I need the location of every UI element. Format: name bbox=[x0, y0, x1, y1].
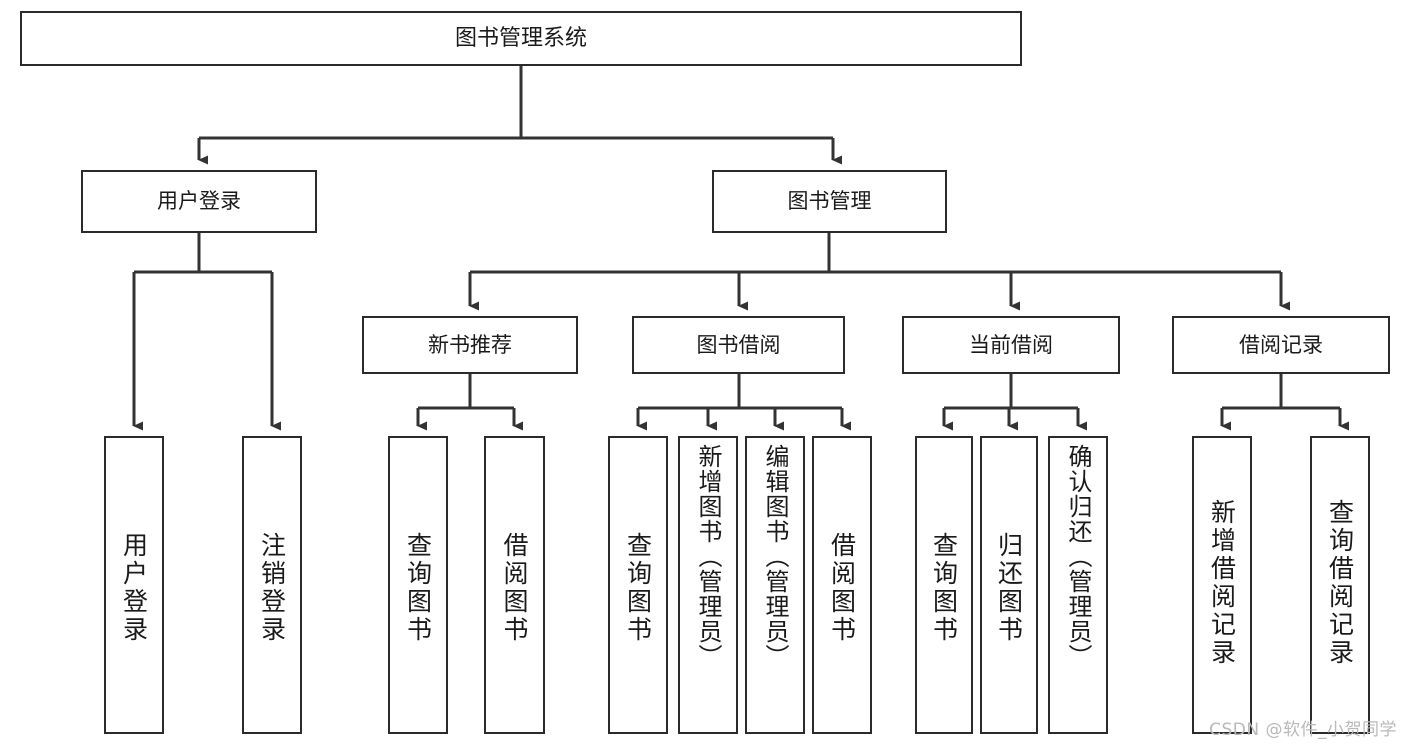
node-root-label: 图书管理系统 bbox=[454, 25, 587, 51]
node-leaf-logout-login-label: 注销登录 bbox=[257, 532, 287, 644]
node-leaf-return-book[interactable]: 归还图书 bbox=[980, 436, 1038, 734]
node-leaf-borrow-book-1-label: 借阅图书 bbox=[500, 532, 529, 644]
node-root[interactable]: 图书管理系统 bbox=[20, 11, 1022, 66]
node-book-borrow[interactable]: 图书借阅 bbox=[632, 316, 845, 374]
node-leaf-confirm-return-label: 确认归还（管理员） bbox=[1064, 444, 1092, 669]
node-user-login[interactable]: 用户登录 bbox=[81, 170, 317, 233]
node-current-borrow[interactable]: 当前借阅 bbox=[902, 316, 1120, 374]
node-leaf-logout-login[interactable]: 注销登录 bbox=[242, 436, 302, 734]
node-borrow-record[interactable]: 借阅记录 bbox=[1172, 316, 1390, 374]
node-leaf-edit-book-label: 编辑图书（管理员） bbox=[761, 444, 789, 669]
node-leaf-borrow-book-2[interactable]: 借阅图书 bbox=[812, 436, 872, 734]
node-book-borrow-label: 图书借阅 bbox=[696, 332, 781, 357]
node-user-login-label: 用户登录 bbox=[157, 189, 241, 214]
node-new-book-recommend[interactable]: 新书推荐 bbox=[362, 316, 578, 374]
node-leaf-query-book-1-label: 查询图书 bbox=[403, 532, 433, 644]
csdn-watermark: CSDN @软件_小贺同学 bbox=[1209, 720, 1397, 740]
node-leaf-add-book-label: 新增图书（管理员） bbox=[694, 444, 722, 669]
node-leaf-confirm-return[interactable]: 确认归还（管理员） bbox=[1048, 436, 1108, 734]
node-leaf-query-book-1[interactable]: 查询图书 bbox=[388, 436, 448, 734]
node-leaf-query-borrow-record[interactable]: 查询借阅记录 bbox=[1310, 436, 1370, 734]
node-leaf-borrow-book-1[interactable]: 借阅图书 bbox=[484, 436, 545, 734]
node-leaf-query-book-3[interactable]: 查询图书 bbox=[915, 436, 973, 734]
node-leaf-return-book-label: 归还图书 bbox=[994, 532, 1024, 644]
node-leaf-add-book[interactable]: 新增图书（管理员） bbox=[678, 436, 738, 734]
node-leaf-user-login[interactable]: 用户登录 bbox=[104, 436, 164, 734]
node-leaf-borrow-book-2-label: 借阅图书 bbox=[827, 532, 857, 644]
node-leaf-add-borrow-record-label: 新增借阅记录 bbox=[1207, 499, 1237, 667]
node-leaf-query-book-2-label: 查询图书 bbox=[623, 532, 653, 644]
node-leaf-add-borrow-record[interactable]: 新增借阅记录 bbox=[1192, 436, 1252, 734]
node-leaf-query-book-2[interactable]: 查询图书 bbox=[608, 436, 668, 734]
node-borrow-record-label: 借阅记录 bbox=[1239, 332, 1323, 357]
node-book-manage[interactable]: 图书管理 bbox=[712, 170, 947, 233]
node-book-manage-label: 图书管理 bbox=[787, 189, 872, 214]
node-leaf-user-login-label: 用户登录 bbox=[119, 532, 149, 644]
node-current-borrow-label: 当前借阅 bbox=[969, 332, 1053, 357]
node-new-book-recommend-label: 新书推荐 bbox=[428, 332, 512, 357]
node-leaf-query-borrow-record-label: 查询借阅记录 bbox=[1325, 499, 1355, 667]
node-leaf-edit-book[interactable]: 编辑图书（管理员） bbox=[745, 436, 805, 734]
node-leaf-query-book-3-label: 查询图书 bbox=[929, 532, 959, 644]
